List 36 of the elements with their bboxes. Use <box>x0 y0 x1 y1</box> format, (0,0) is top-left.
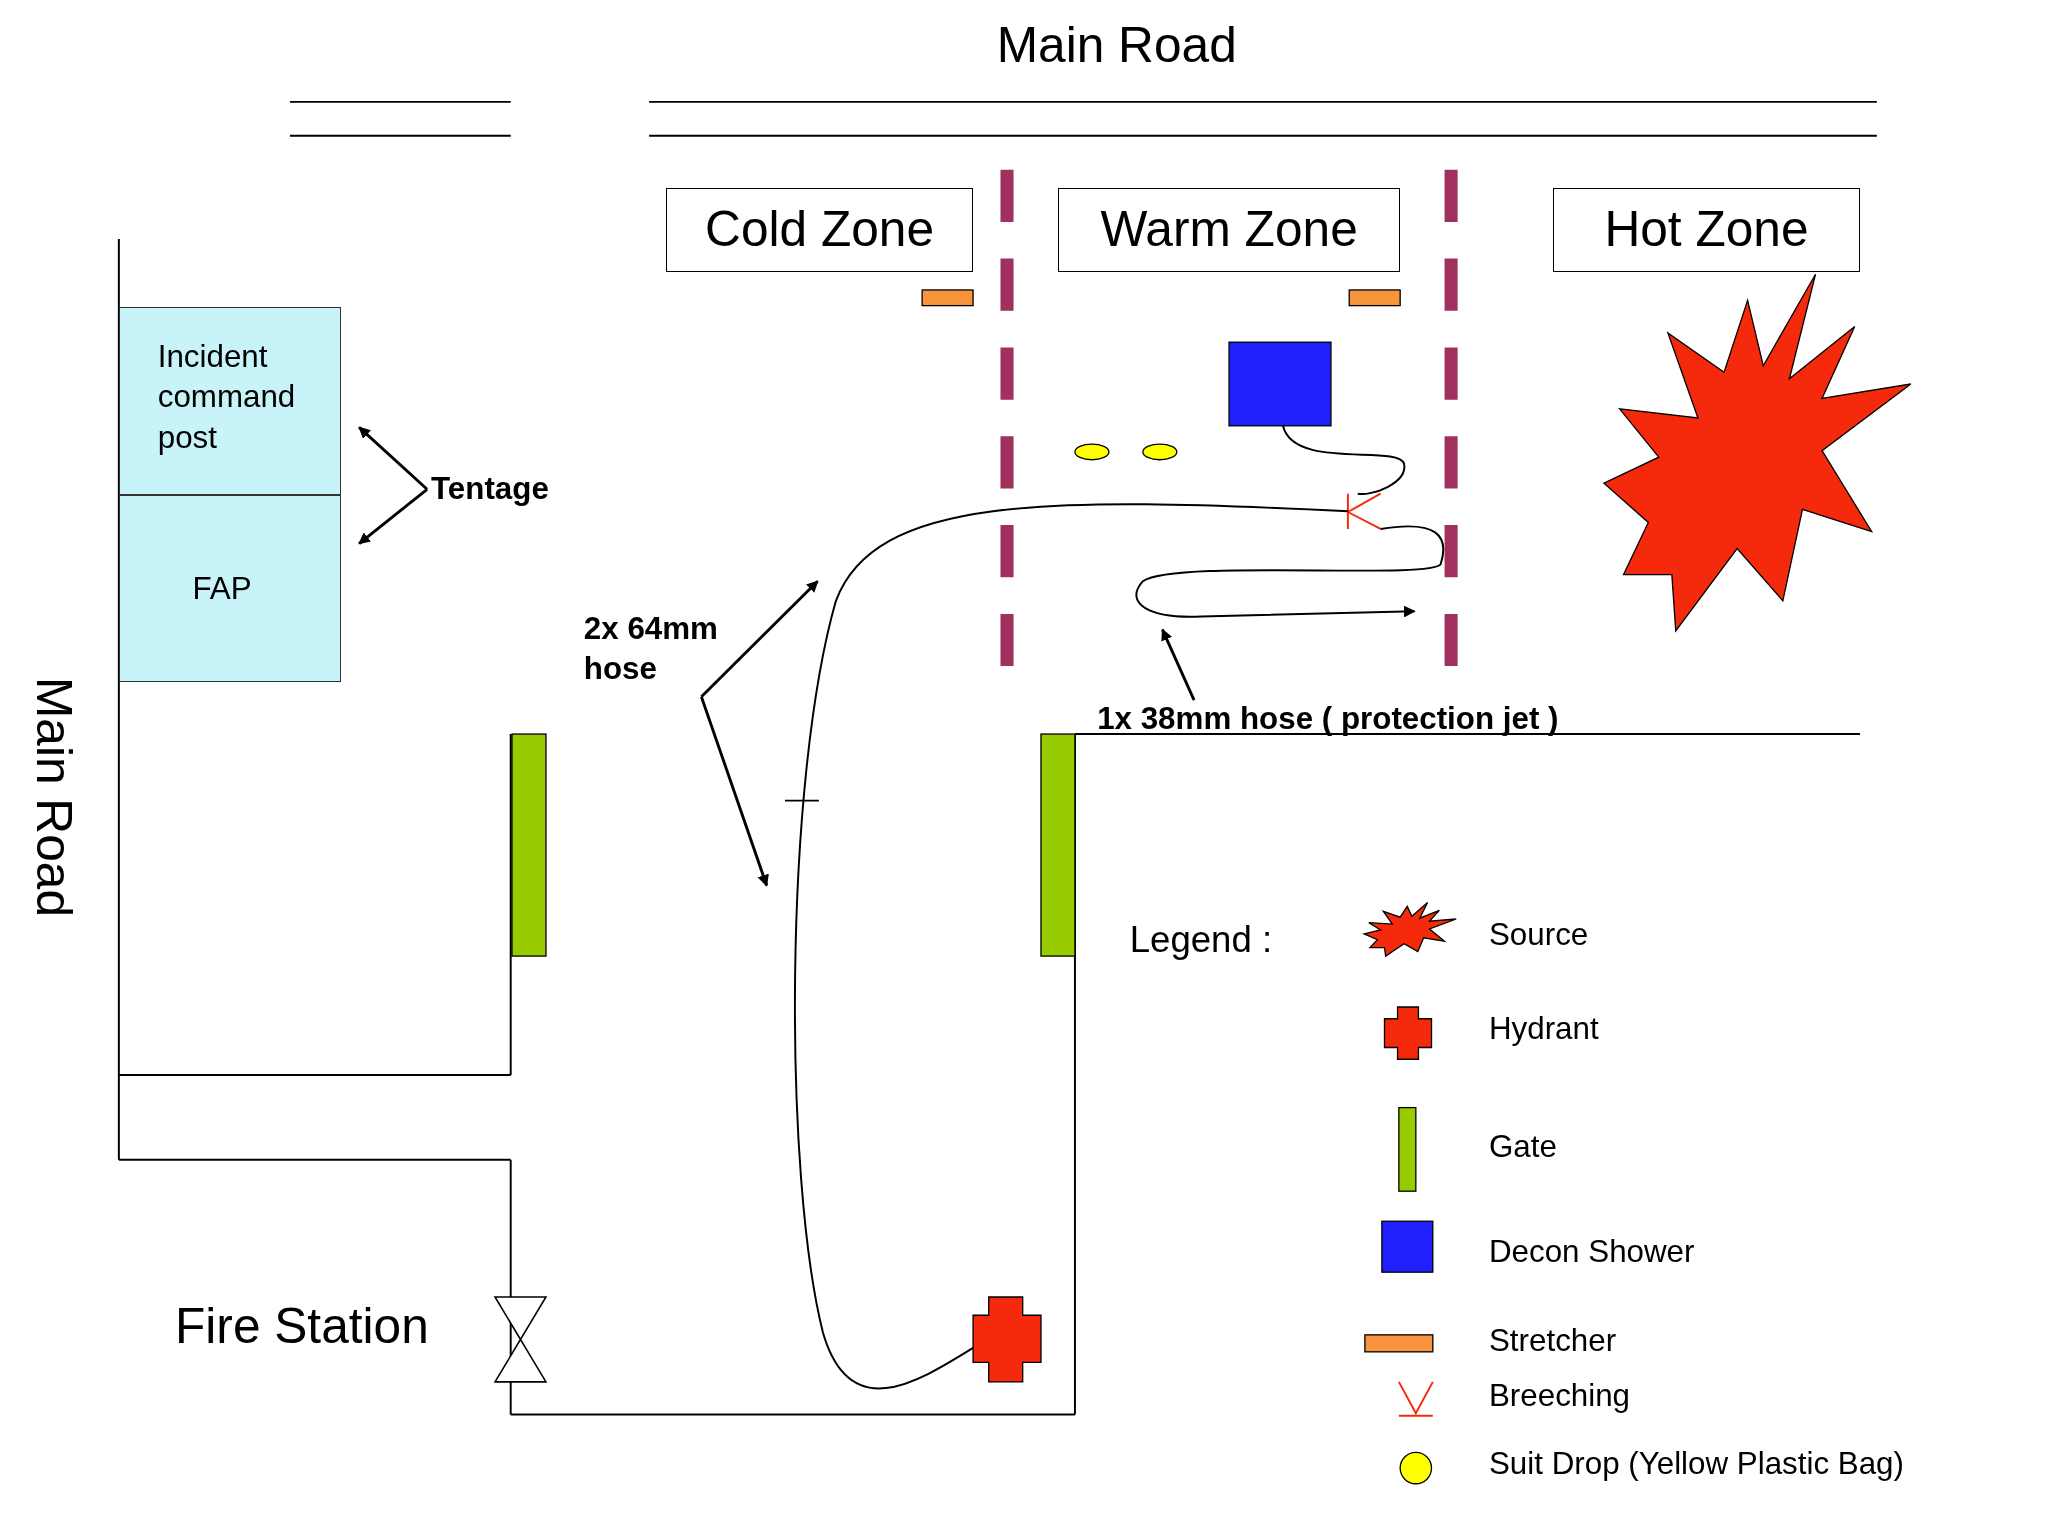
starburst <box>1602 273 1912 633</box>
stretcher <box>921 289 974 307</box>
annotation-text: 2x 64mm hose <box>583 608 741 691</box>
legend-label: Gate <box>1488 1128 1557 1167</box>
annotation-text: Tentage <box>431 472 549 506</box>
gate <box>511 733 547 957</box>
legend-label: Stretcher <box>1488 1321 1617 1360</box>
leader-arrow <box>700 580 819 698</box>
zone-label-box: Warm Zone <box>1057 188 1401 272</box>
hose-arrow <box>1135 525 1445 618</box>
arrow <box>358 426 429 491</box>
hose-line <box>1282 424 1406 496</box>
legend-label: Suit Drop (Yellow Plastic Bag) <box>1488 1444 1904 1483</box>
road-name: Main Road <box>996 15 1237 75</box>
zone-label-box: Hot Zone <box>1552 188 1860 272</box>
breeching-icon <box>1346 492 1382 530</box>
leader-arrow <box>1161 628 1196 701</box>
arrow <box>358 488 428 545</box>
building-name: Fire Station <box>175 1296 429 1356</box>
suit-drop <box>1074 443 1110 461</box>
gate <box>1040 733 1076 957</box>
legend-label: Decon Shower <box>1488 1232 1695 1271</box>
tent-box: Incident command post <box>118 306 341 495</box>
stretcher <box>1348 289 1401 307</box>
zone-label-box: Cold Zone <box>666 188 974 272</box>
legend-label: Source <box>1488 915 1589 954</box>
hose-line <box>794 503 1349 1390</box>
leader-arrow <box>700 696 769 887</box>
tent-box: FAP <box>118 495 341 682</box>
legend-title: Legend : <box>1129 918 1273 963</box>
legend-label: Breeching <box>1488 1376 1631 1415</box>
suit-drop <box>1142 443 1178 461</box>
decon-shower <box>1228 341 1332 427</box>
road-name: Main Road <box>25 676 84 917</box>
hydrant <box>972 1296 1042 1383</box>
legend-label: Hydrant <box>1488 1009 1599 1048</box>
